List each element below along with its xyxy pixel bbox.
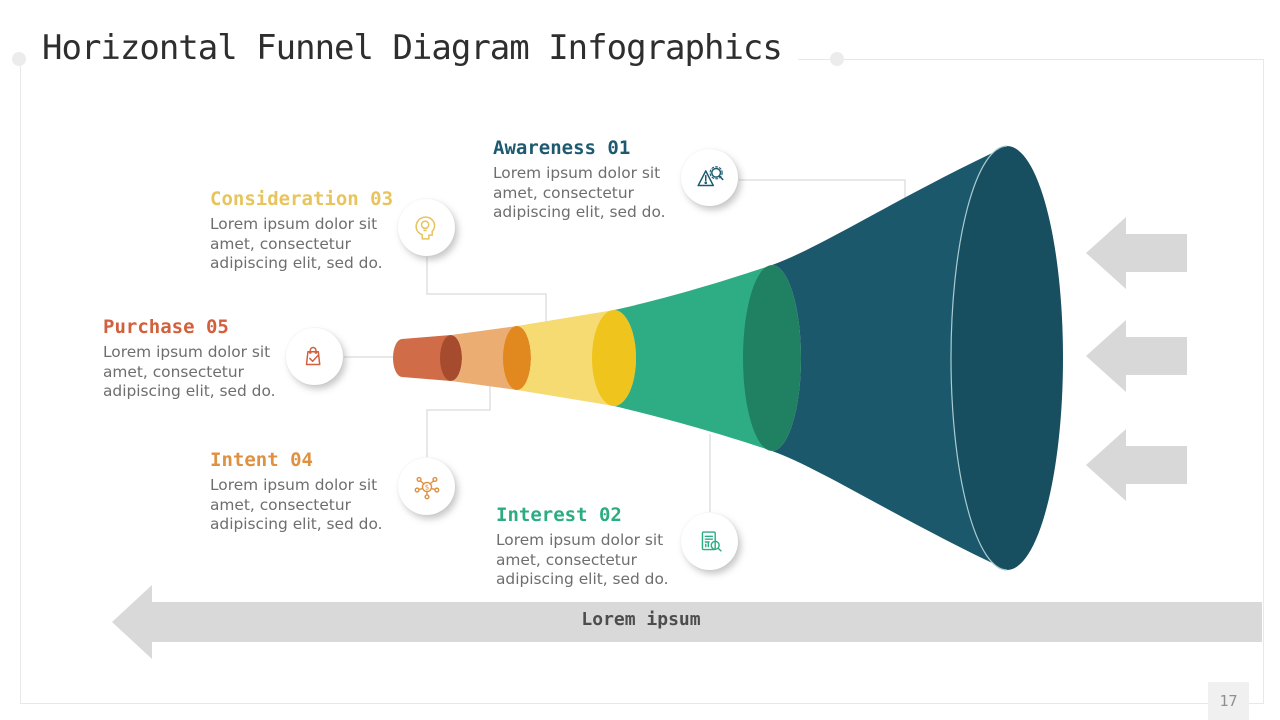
connector-consideration <box>426 257 547 322</box>
funnel-segment-consideration <box>517 310 614 406</box>
svg-text:$: $ <box>424 482 429 491</box>
connector-intent <box>426 386 491 457</box>
shopping-bag-check-icon <box>305 346 320 365</box>
head-idea-icon <box>414 215 435 240</box>
stage-label: Consideration 03 <box>210 188 394 210</box>
stage-icon-circle-consideration <box>398 199 455 256</box>
funnel-cap-intent <box>503 326 531 390</box>
title-dot-right-icon <box>830 52 844 66</box>
funnel-cap-interest <box>743 265 801 451</box>
stage-awareness: Awareness 01 Lorem ipsum dolor sit amet,… <box>493 137 689 223</box>
funnel-cap-purchase <box>440 335 462 381</box>
left-arrow-icon-2 <box>1086 320 1187 392</box>
money-network-icon: $ <box>414 476 439 499</box>
side-arrows <box>1086 217 1187 501</box>
funnel-segment-purchase <box>393 335 451 381</box>
stage-icon-circle-purchase <box>286 328 343 385</box>
stage-description: Lorem ipsum dolor sit amet, consectetur … <box>493 164 666 221</box>
stage-intent: Intent 04 Lorem ipsum dolor sit amet, co… <box>210 449 406 535</box>
stage-icon-circle-awareness <box>681 149 738 206</box>
funnel-face-hairline <box>950 145 1008 571</box>
stage-label: Awareness 01 <box>493 137 631 159</box>
stage-purchase: Purchase 05 Lorem ipsum dolor sit amet, … <box>103 316 299 402</box>
funnel-face-awareness <box>951 146 1063 570</box>
funnel-segment-intent <box>451 326 517 390</box>
warning-search-icon <box>696 165 724 186</box>
page-title: Horizontal Funnel Diagram Infographics <box>26 28 798 68</box>
stage-description: Lorem ipsum dolor sit amet, consectetur … <box>210 476 383 533</box>
report-analysis-icon <box>701 530 722 552</box>
stage-icon-circle-interest <box>681 513 738 570</box>
page-number-badge: 17 <box>1208 682 1249 720</box>
funnel-cap-consideration <box>592 310 636 406</box>
left-arrow-icon-1 <box>1086 217 1187 289</box>
title-dot-left-icon <box>12 52 26 66</box>
stage-label: Purchase 05 <box>103 316 229 338</box>
stage-description: Lorem ipsum dolor sit amet, consectetur … <box>103 343 276 400</box>
stage-label: Interest 02 <box>496 504 622 526</box>
bottom-arrow-label: Lorem ipsum <box>581 609 701 630</box>
funnel-segment-interest <box>614 265 772 451</box>
stage-description: Lorem ipsum dolor sit amet, consectetur … <box>496 531 669 588</box>
stage-icon-circle-intent: $ <box>398 458 455 515</box>
stage-interest: Interest 02 Lorem ipsum dolor sit amet, … <box>496 504 692 590</box>
left-arrow-icon-3 <box>1086 429 1187 501</box>
bottom-arrow <box>112 585 1262 659</box>
stage-description: Lorem ipsum dolor sit amet, consectetur … <box>210 215 383 272</box>
funnel-segment-awareness <box>772 146 1007 570</box>
connector-awareness <box>739 179 906 206</box>
stage-label: Intent 04 <box>210 449 313 471</box>
stage-consideration: Consideration 03 Lorem ipsum dolor sit a… <box>210 188 406 274</box>
